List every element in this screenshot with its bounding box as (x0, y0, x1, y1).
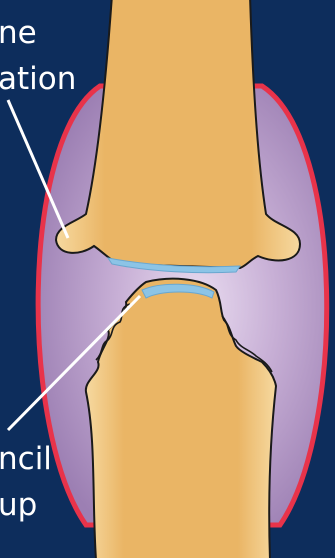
label-top-line2: ation (0, 60, 76, 98)
label-bottom-line2: up (0, 486, 37, 524)
label-bottom-line1: ncil (0, 440, 52, 478)
label-top-line1: ne (0, 14, 37, 52)
